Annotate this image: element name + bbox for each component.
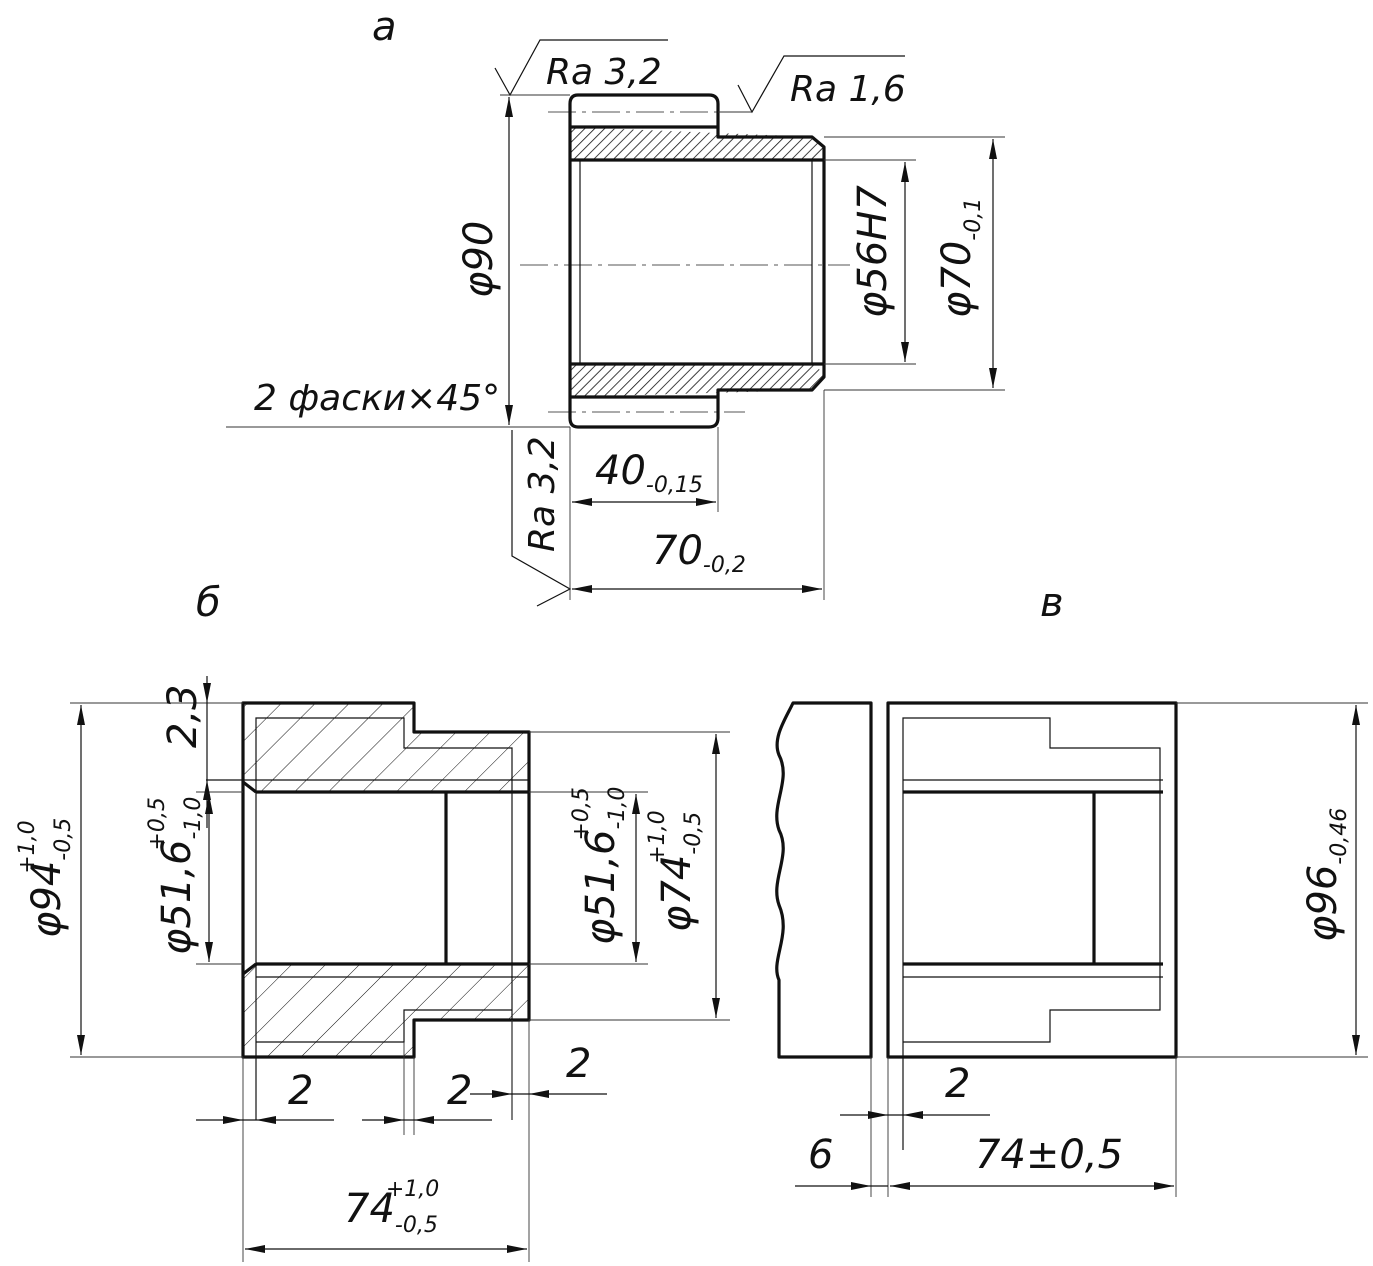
view-a-len-70: 70-0,2	[652, 528, 746, 578]
view-b-dia-516-right: φ51,6-1,0+0,5	[569, 787, 630, 945]
view-b-finish-top	[255, 717, 513, 1120]
view-b-hatch-top	[243, 703, 529, 792]
view-v-arrows-allow	[868, 1111, 923, 1119]
view-a-ra-top-left: Ra 3,2	[546, 52, 662, 93]
view-a-ra-symbol-left	[511, 430, 572, 607]
view-v-allow-2: 2	[945, 1061, 970, 1107]
view-v-len-74: 74±0,5	[975, 1132, 1123, 1178]
view-v-label: в	[1040, 580, 1064, 626]
view-b-arrows-allow-1	[223, 1116, 276, 1124]
view-b-chamfer-bottom	[242, 962, 257, 976]
view-a-ra-symbol-top-left	[494, 39, 668, 97]
view-a-dia-70: φ70-0,1	[934, 198, 986, 318]
view-a-dia-56: φ56H7	[850, 185, 896, 318]
view-b-arrows-allow-2	[384, 1116, 434, 1124]
view-v-part-contour-top	[902, 717, 1161, 1150]
view-a-ra-symbol-top-right	[737, 55, 905, 114]
view-a-outline	[568, 93, 826, 429]
view-v-stock-piece	[775, 701, 873, 1059]
view-v-cut-6: 6	[808, 1132, 833, 1178]
view-b-len-74: 74-0,5+1,0	[344, 1177, 439, 1238]
view-b-arrows-allow-3	[492, 1090, 549, 1098]
view-v-blank-outline	[886, 701, 1178, 1059]
view-b-hatch-bottom	[243, 964, 529, 1057]
view-v-dia-96: φ96-0,46	[1300, 808, 1352, 942]
view-b: б 2,3 φ94-0,5+1,	[15, 580, 730, 1262]
view-b-dia-74: φ74-0,5+1,0	[645, 810, 706, 932]
view-b-dia-516-left: φ51,6-1,0+0,5	[145, 797, 206, 955]
view-b-label: б	[196, 580, 221, 626]
view-a-ra-top-right: Ra 1,6	[790, 69, 906, 110]
view-b-dia-94: φ94-0,5+1,0	[15, 818, 76, 938]
view-b-chamfer-top	[242, 780, 257, 794]
view-v: в φ96-0,46 2 6 74±0,5	[775, 580, 1368, 1197]
view-b-finish-bottom	[256, 1009, 512, 1043]
view-b-allow-2: 2	[447, 1068, 472, 1114]
view-a-label: а	[372, 4, 397, 50]
view-a: а Ra 3,2 Ra 1,6 φ90 2 фаски×45°	[226, 4, 1005, 607]
view-a-ra-left-bottom: Ra 3,2	[522, 436, 563, 552]
view-a-dia-90: φ90	[456, 221, 502, 298]
view-a-chamfer-note: 2 фаски×45°	[254, 378, 500, 419]
view-a-hatch-bottom	[570, 364, 824, 397]
view-a-len-40: 40-0,15	[595, 448, 703, 498]
view-b-allow-1: 2	[288, 1068, 313, 1114]
view-b-dim-2-3: 2,3	[160, 684, 206, 748]
view-v-arrow-6	[851, 1182, 871, 1190]
view-b-allow-3: 2	[566, 1041, 591, 1087]
view-a-hatch-top	[570, 127, 824, 160]
